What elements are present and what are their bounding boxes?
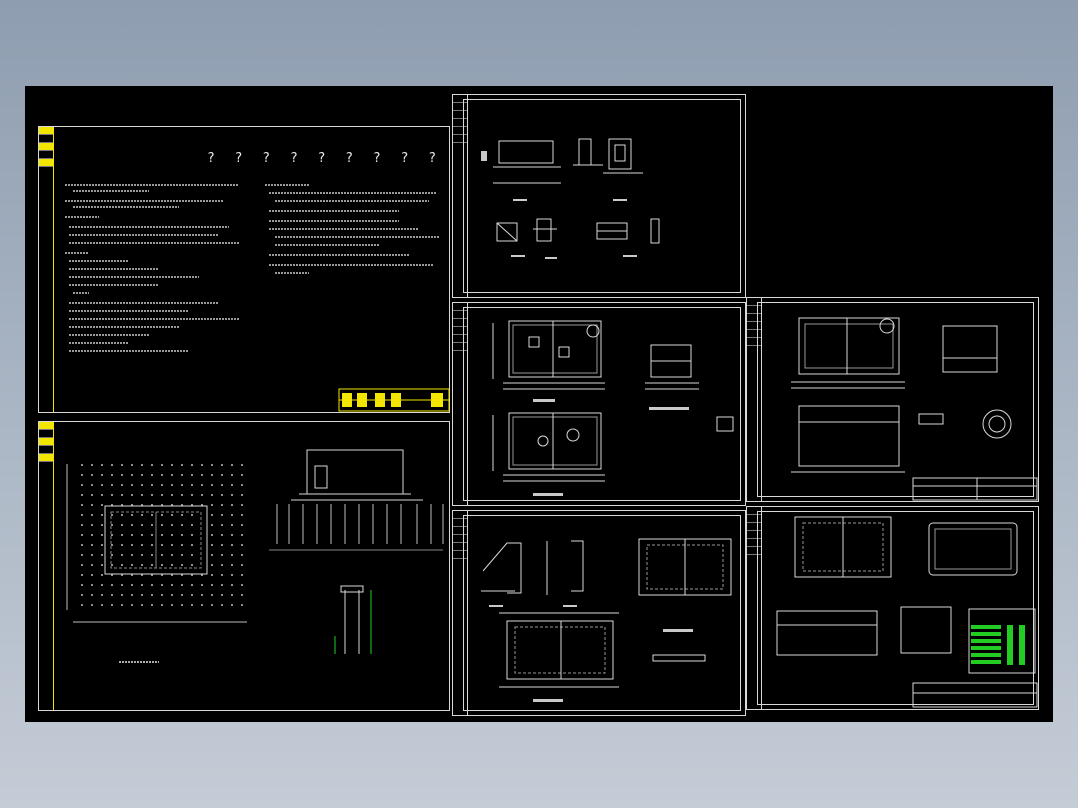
sheet-side-strip — [39, 127, 54, 412]
sheet-reinforcement — [452, 510, 746, 716]
sheet-inner-frame — [463, 307, 741, 501]
sheet-inner-frame — [757, 302, 1034, 497]
sheet-side-strip — [39, 422, 54, 710]
sheet-pile-foundation — [38, 421, 450, 711]
sheet-design-notes: ? ? ? ? ? ? ? ? ? — [38, 126, 450, 413]
sheet-side-strip — [453, 95, 468, 297]
plan-section-drawings — [791, 317, 1038, 501]
sheet-side-strip — [453, 303, 468, 505]
sheet-details — [452, 94, 746, 298]
sheet-bar-schedule — [746, 506, 1039, 710]
sheet-inner-frame — [463, 515, 741, 711]
sheet-inner-frame — [463, 99, 741, 293]
sheet-plan-section — [746, 297, 1039, 502]
sheet-side-strip — [747, 507, 762, 709]
bar-schedule-drawings — [776, 516, 1038, 708]
pile-plan-drawing — [66, 449, 444, 663]
notes-text-lines — [65, 184, 450, 412]
cad-model-space[interactable]: ? ? ? ? ? ? ? ? ? — [25, 86, 1053, 722]
sheet-inner-frame — [757, 511, 1034, 705]
reinforcement-drawings — [481, 538, 732, 702]
sheet-side-strip — [747, 298, 762, 501]
detail-drawings — [481, 138, 660, 259]
sheet-side-strip — [453, 511, 468, 715]
plan-drawings — [492, 320, 734, 496]
sheet-structure-plans — [452, 302, 746, 506]
drawing-title: ? ? ? ? ? ? ? ? ? — [207, 151, 443, 166]
